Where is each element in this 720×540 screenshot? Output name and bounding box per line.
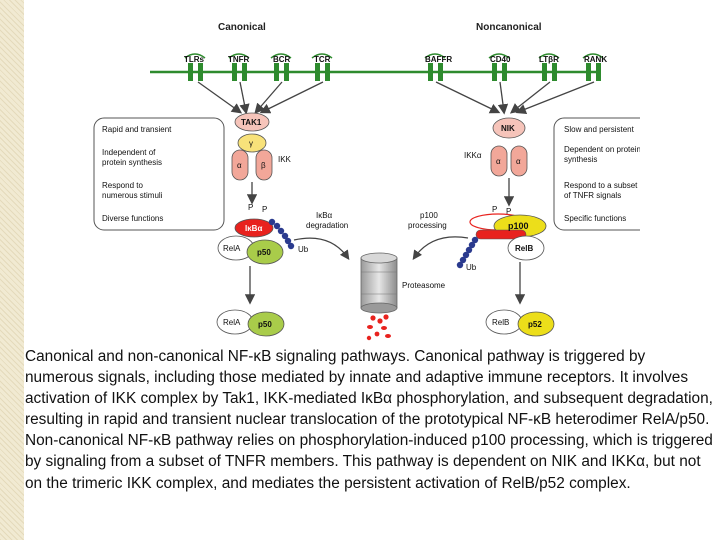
- canonical-feature-5: numerous stimuli: [102, 191, 163, 200]
- canonical-title: Canonical: [218, 22, 266, 33]
- ubiquitin-chain-noncanonical: [456, 236, 479, 269]
- canonical-feature-3: protein synthesis: [102, 158, 162, 167]
- figure-caption: Canonical and non-canonical NF-κB signal…: [25, 348, 713, 492]
- relb-active-label: RelB: [492, 318, 509, 327]
- decorative-side-strip: [0, 0, 24, 540]
- receptor-label-tcr: TCR: [314, 55, 331, 64]
- ikba-degradation-label-2: degradation: [306, 221, 348, 230]
- proteasome-label: Proteasome: [402, 281, 446, 290]
- peptide-fragments: [366, 314, 391, 341]
- svg-text:IκBα degradation: IκBα degradation: [306, 211, 348, 230]
- nik-label: NIK: [501, 124, 515, 133]
- noncanonical-feature-1: Slow and persistent: [564, 125, 635, 134]
- ub-label-canonical: Ub: [298, 245, 309, 254]
- ikk-label: IKK: [278, 155, 292, 164]
- rela-active-label: RelA: [223, 318, 241, 327]
- canonical-feature-1: Rapid and transient: [102, 125, 172, 134]
- ikka-subunit-2-label: α: [516, 157, 521, 166]
- p50-label: p50: [257, 248, 271, 257]
- p100-label: p100: [508, 221, 529, 231]
- tak1-label: TAK1: [241, 118, 262, 127]
- canonical-feature-4: Respond to: [102, 181, 143, 190]
- canonical-features-box: [93, 117, 225, 231]
- phospho-label-1: P: [248, 203, 253, 212]
- receptor-label-tnfr: TNFR: [228, 55, 250, 64]
- p52-active-label: p52: [528, 320, 542, 329]
- ub-label-noncanonical: Ub: [466, 263, 477, 272]
- ikka-side-label: IKKα: [464, 151, 482, 160]
- ikba-degradation-label-1: IκBα: [316, 211, 333, 220]
- ikba-rela-p50-complex: [217, 218, 284, 265]
- p100-processing-label-2: processing: [408, 221, 447, 230]
- ikk-alpha-label: α: [237, 161, 242, 170]
- phospho-label-4: P: [506, 207, 511, 216]
- rela-label: RelA: [223, 244, 241, 253]
- receptor-membrane: [150, 53, 604, 81]
- ikba-label: IκBα: [245, 224, 262, 233]
- svg-text:p100 processing: p100 processing: [408, 211, 447, 230]
- p100-relb-complex: [469, 213, 547, 261]
- rela-p50-dimer: [216, 309, 285, 337]
- phospho-label-3: P: [492, 205, 497, 214]
- canonical-feature-2: Independent of: [102, 148, 156, 157]
- svg-text:Rapid and transient Indepe: Rapid and transient Independent of prote…: [102, 125, 174, 223]
- p50-active-label: p50: [258, 320, 272, 329]
- receptor-label-cd40: CD40: [490, 55, 511, 64]
- svg-text:Slow and persistent Depend: Slow and persistent Dependent on protein…: [564, 125, 640, 223]
- noncanonical-feature-6: Specific functions: [564, 214, 626, 223]
- relb-p52-dimer: [485, 309, 555, 337]
- ikk-beta-label: β: [261, 161, 266, 170]
- ikk-gamma-label: γ: [249, 139, 253, 148]
- receptor-label-baffr: BAFFR: [425, 55, 452, 64]
- noncanonical-feature-2: Dependent on protein: [564, 145, 640, 154]
- p100-processing-label-1: p100: [420, 211, 438, 220]
- receptor-label-bcr: BCR: [273, 55, 291, 64]
- relb-label-complex: RelB: [515, 244, 533, 253]
- ubiquitin-chain-canonical: [268, 218, 295, 250]
- receptor-label-ltbr: LTβR: [539, 55, 559, 64]
- nfkb-pathway-diagram: Canonical Noncanonical TLRs TNFR BCR TCR…: [80, 0, 640, 345]
- noncanonical-feature-3: synthesis: [564, 155, 597, 164]
- phospho-label-2: P: [262, 205, 267, 214]
- receptor-label-tlrs: TLRs: [184, 55, 205, 64]
- canonical-feature-6: Diverse functions: [102, 214, 163, 223]
- proteasome: [360, 252, 398, 314]
- noncanonical-features-box: [553, 117, 640, 231]
- tak1-ikk-complex: [231, 112, 273, 181]
- noncanonical-title: Noncanonical: [476, 22, 542, 33]
- noncanonical-feature-5: of TNFR signals: [564, 191, 621, 200]
- nik-ikka-complex: [490, 117, 528, 177]
- ikka-subunit-1-label: α: [496, 157, 501, 166]
- receptor-label-rank: RANK: [584, 55, 607, 64]
- noncanonical-feature-4: Respond to a subset: [564, 181, 638, 190]
